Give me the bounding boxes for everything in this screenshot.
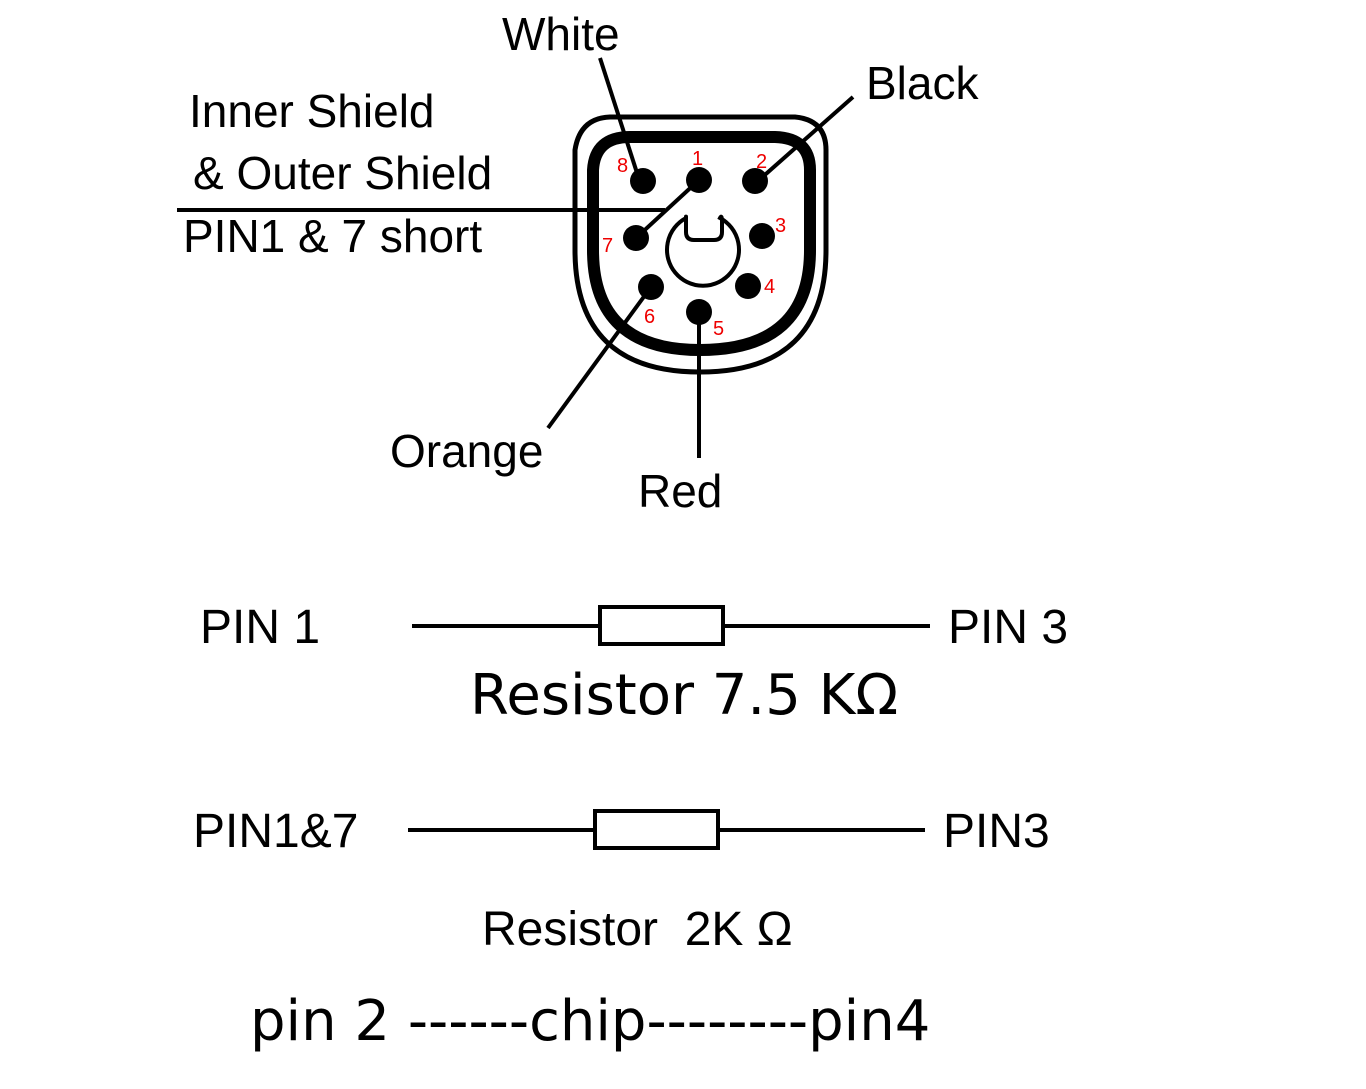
- pin-number-3: 3: [775, 215, 786, 237]
- resistor2-symbol: [593, 809, 720, 850]
- resistor1-symbol: [598, 605, 725, 646]
- pin-7: [623, 225, 649, 251]
- orange-wire: [546, 285, 653, 430]
- chip-connection-note: pin 2 ------chip--------pin4: [250, 989, 930, 1054]
- pin-number-7: 7: [602, 235, 613, 257]
- pin-8: [630, 168, 656, 194]
- pin-6: [638, 274, 664, 300]
- resistor1-right-label: PIN 3: [948, 601, 1068, 654]
- resistor2-value: Resistor 2K Ω: [482, 903, 793, 956]
- pin1-pin7-short: [634, 178, 701, 240]
- pin-number-6: 6: [644, 306, 655, 328]
- shield-label-line1: Inner Shield: [189, 85, 435, 137]
- resistor1-value: Resistor 7.5 KΩ: [470, 663, 898, 728]
- pin-3: [749, 223, 775, 249]
- white-label: White: [502, 8, 620, 60]
- connector-outer-outline: [572, 114, 829, 375]
- resistor2-left-label: PIN1&7: [193, 805, 358, 858]
- pin-5: [686, 299, 712, 325]
- black-wire: [756, 95, 855, 183]
- red-label: Red: [638, 465, 722, 517]
- resistor1-left-label: PIN 1: [200, 601, 320, 654]
- pin-number-8: 8: [617, 155, 628, 177]
- shield-label-line3: PIN1 & 7 short: [183, 210, 482, 262]
- key-socket: [665, 214, 741, 288]
- white-wire: [598, 57, 640, 177]
- pin-4: [735, 273, 761, 299]
- shield-label-line2: & Outer Shield: [193, 147, 492, 199]
- pin-number-4: 4: [764, 276, 775, 298]
- orange-label: Orange: [390, 425, 543, 477]
- pin-2: [742, 168, 768, 194]
- pin-number-5: 5: [713, 318, 724, 340]
- black-label: Black: [866, 57, 979, 109]
- pin-number-1: 1: [692, 148, 703, 170]
- pin-1: [686, 167, 712, 193]
- resistor2-right-label: PIN3: [943, 805, 1050, 858]
- pin-number-2: 2: [756, 151, 767, 173]
